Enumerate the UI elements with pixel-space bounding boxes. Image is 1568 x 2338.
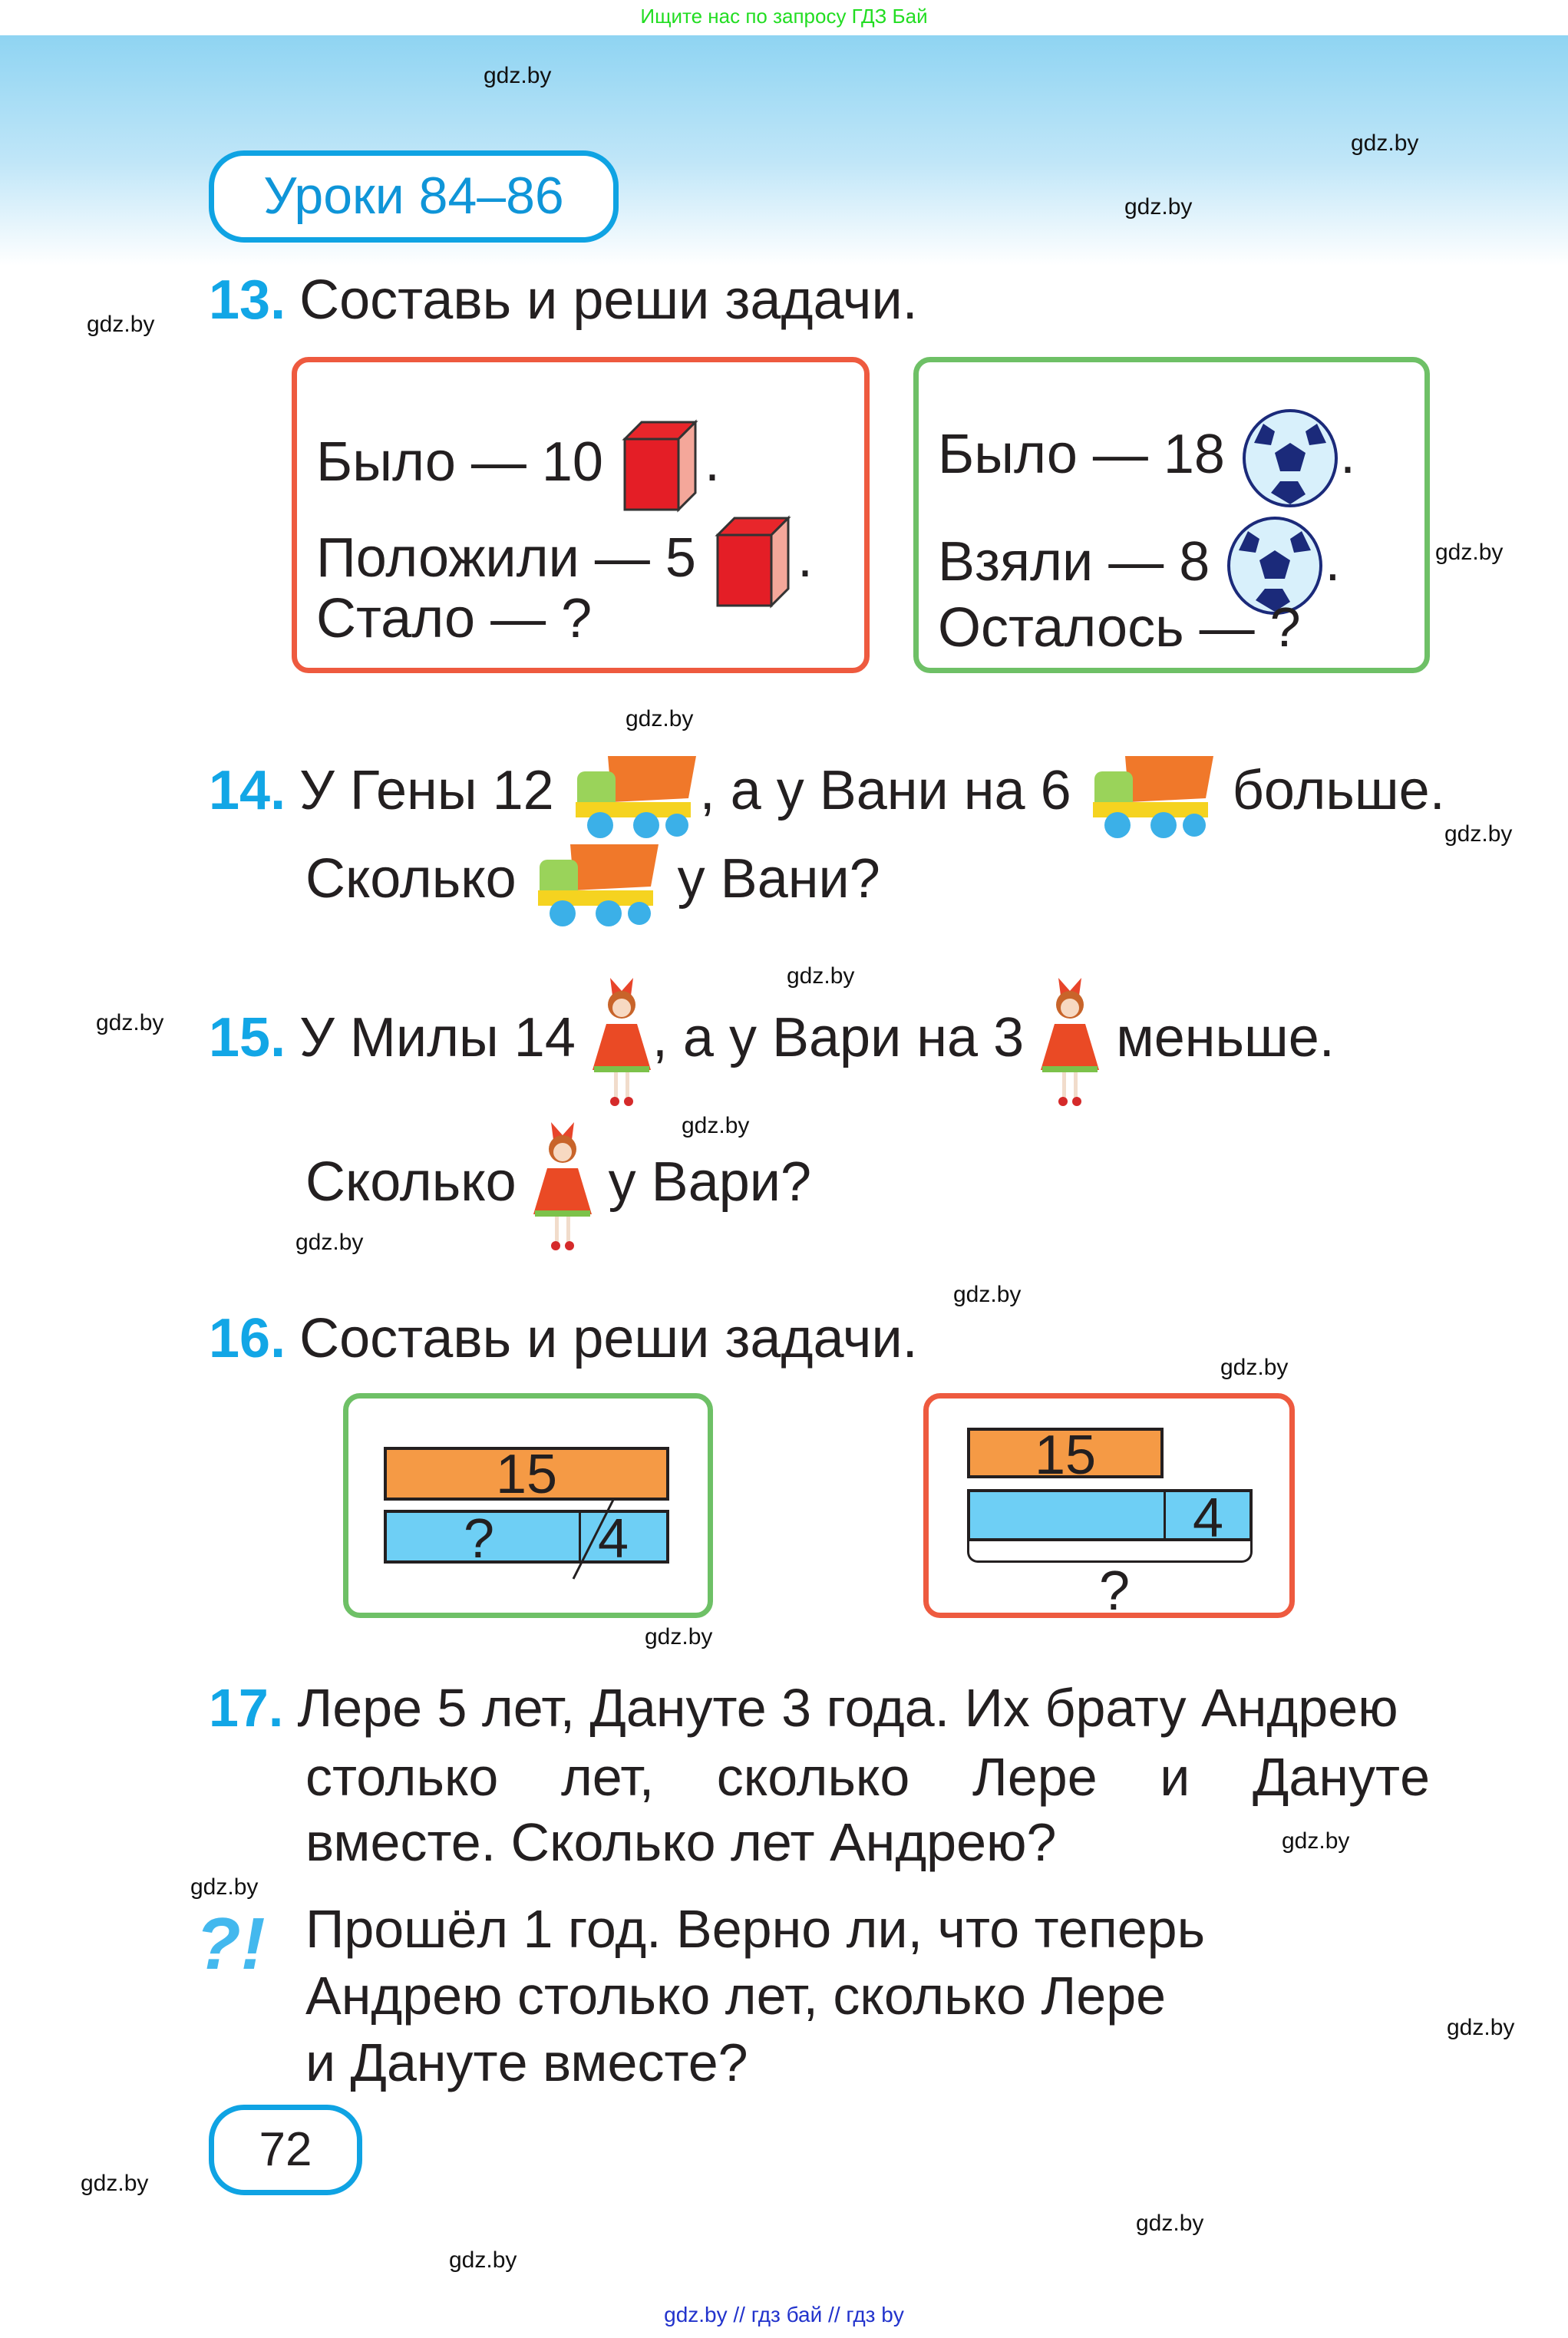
watermark: gdz.by xyxy=(645,1624,713,1649)
watermark: gdz.by xyxy=(626,706,694,731)
box-line: Стало — ? xyxy=(316,588,593,649)
soccer-ball-icon xyxy=(1242,409,1338,507)
task-13-box-right: Было — 18 . Взяли — 8 . Осталось — ? xyxy=(913,357,1430,673)
task-title: Составь и реши задачи. xyxy=(299,269,918,331)
watermark: gdz.by xyxy=(787,963,855,989)
lesson-label: Уроки 84–86 xyxy=(209,150,619,243)
watermark: gdz.by xyxy=(1124,194,1193,220)
watermark: gdz.by xyxy=(295,1230,364,1255)
segment-top: 15 xyxy=(384,1447,669,1502)
watermark: gdz.by xyxy=(1220,1355,1289,1380)
doll-icon xyxy=(1041,978,1100,1107)
box-line: Было — 18 . xyxy=(938,408,1355,508)
task-15-line-1: 15.У Милы 14 , а у Вари на 3 меньше. xyxy=(209,969,1335,1108)
task-16-heading: 16.Составь и реши задачи. xyxy=(209,1308,918,1369)
task-17-extra-2: Андрею столько лет, сколько Лере xyxy=(305,1966,1167,2026)
watermark: gdz.by xyxy=(1282,1828,1350,1854)
watermark: gdz.by xyxy=(1435,540,1504,565)
red-cube-icon xyxy=(622,419,698,513)
watermark: gdz.by xyxy=(484,63,552,88)
task-14-line-1: 14.У Гены 12 , а у Вани на 6 больше. xyxy=(209,748,1445,840)
watermark: gdz.by xyxy=(1136,2211,1204,2236)
task-15-line-2: Сколько у Вари? xyxy=(305,1113,811,1253)
box-line: Положили — 5 . xyxy=(316,512,813,612)
task-17-line-3: вместе. Сколько лет Андрею? xyxy=(305,1812,1057,1872)
toy-truck-icon xyxy=(575,756,696,838)
task-16-diagram-right: 15 4 ? xyxy=(923,1393,1295,1619)
question-exclamation-icon: ?! xyxy=(196,1903,266,1985)
task-17-line-2: столько лет, сколько Лере и Данутe xyxy=(305,1747,1430,1807)
segment-top: 15 xyxy=(967,1428,1164,1483)
watermark: gdz.by xyxy=(190,1874,259,1900)
box-line: Взяли — 8 . xyxy=(938,516,1340,616)
task-number: 13. xyxy=(209,269,286,331)
task-17-extra-1: Прошёл 1 год. Верно ли, что теперь xyxy=(305,1899,1206,1959)
box-line: Было — 10 . xyxy=(316,416,720,516)
watermark: gdz.by xyxy=(953,1282,1022,1307)
total-brace xyxy=(967,1541,1253,1563)
watermark: gdz.by xyxy=(682,1113,750,1138)
watermark: gdz.by xyxy=(1444,821,1513,847)
task-14-line-2: Сколько у Вани? xyxy=(305,837,880,929)
task-17-extra-3: и Данутe вместе? xyxy=(305,2033,748,2092)
watermark: gdz.by xyxy=(1447,2015,1515,2040)
segment-bottom: 4 xyxy=(967,1489,1253,1546)
watermark: gdz.by xyxy=(449,2247,517,2273)
toy-truck-icon xyxy=(1092,756,1213,838)
doll-icon xyxy=(592,978,651,1107)
segment-bottom: ? 4 xyxy=(384,1510,669,1567)
watermark: gdz.by xyxy=(1351,130,1419,156)
doll-icon xyxy=(533,1122,592,1251)
soccer-ball-icon xyxy=(1227,517,1323,615)
task-17-line-1: 17.Лере 5 лет, Дануте 3 года. Их брату А… xyxy=(209,1678,1398,1738)
strike-line xyxy=(572,1499,615,1580)
watermark: gdz.by xyxy=(87,312,155,337)
top-banner[interactable]: Ищите нас по запросу ГДЗ Бай xyxy=(640,5,928,28)
box-line: Осталось — ? xyxy=(938,597,1301,659)
toy-truck-icon xyxy=(537,844,659,926)
red-cube-icon xyxy=(715,515,791,609)
watermark: gdz.by xyxy=(81,2171,149,2196)
page-number: 72 xyxy=(209,2105,362,2195)
task-13-box-left: Было — 10 . Положили — 5 . Стало — ? xyxy=(292,357,870,673)
footer-links[interactable]: gdz.by // гдз бай // гдз by xyxy=(664,2303,904,2326)
task-16-diagram-left: 15 ? 4 xyxy=(343,1393,713,1618)
task-13-heading: 13.Составь и реши задачи. xyxy=(209,272,918,328)
watermark: gdz.by xyxy=(96,1010,164,1035)
